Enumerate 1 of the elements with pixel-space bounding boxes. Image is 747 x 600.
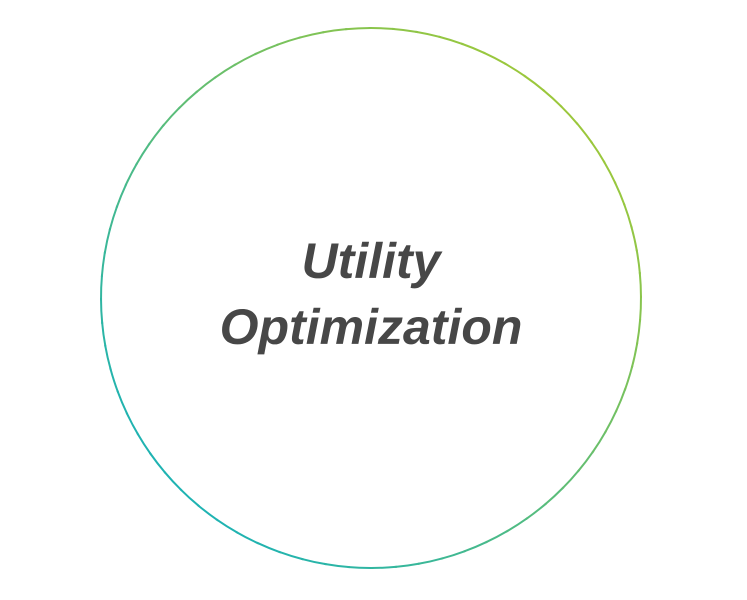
circle-node: Utility Optimization (100, 27, 642, 569)
